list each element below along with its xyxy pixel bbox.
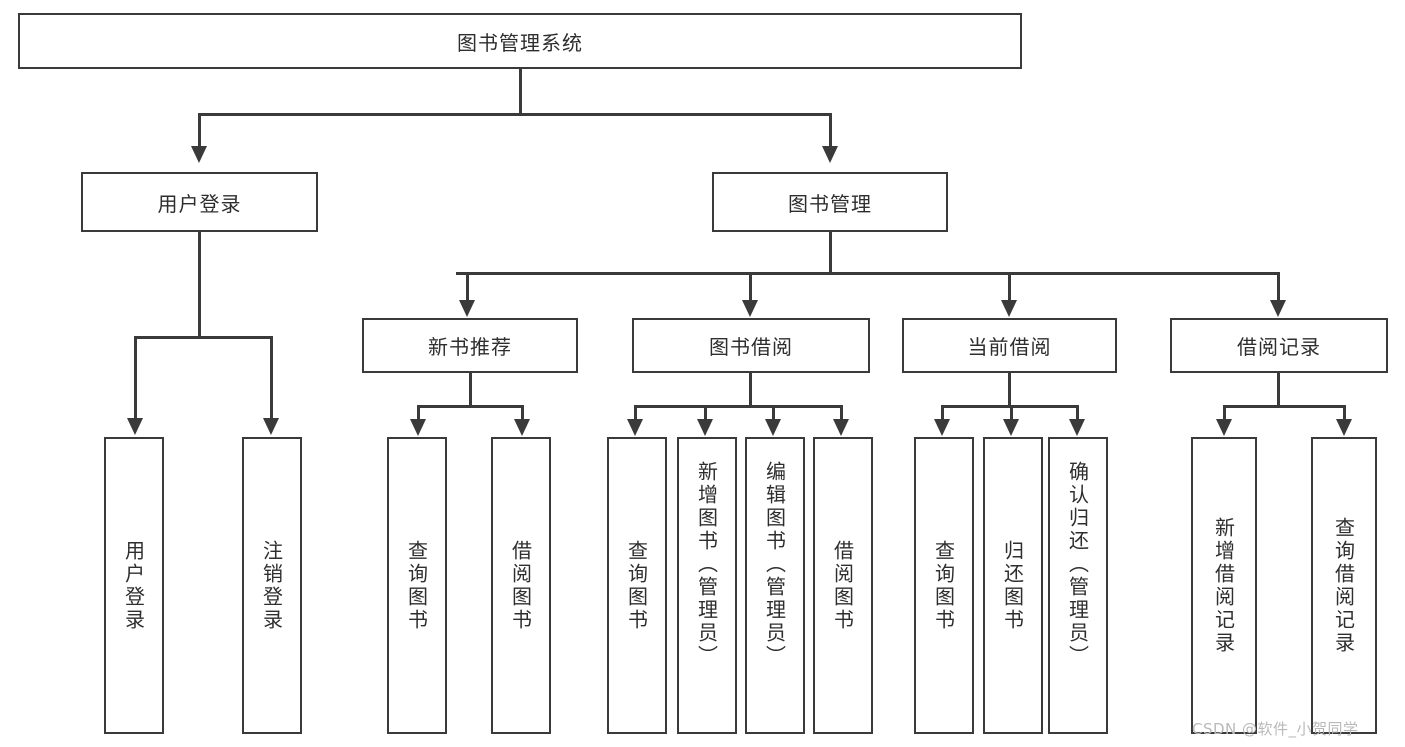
leaf-logout[interactable]: 注销登录 (242, 437, 302, 734)
connector-new-book-leaf-2 (521, 405, 524, 420)
arrowhead-book-borrow-leaf-3 (765, 419, 781, 436)
arrowhead-current-borrow-leaf-2 (1003, 419, 1019, 436)
arrowhead-book-borrow (742, 300, 758, 317)
connector-book-borrow-bus (634, 405, 841, 408)
arrowhead-borrow-record-leaf-2 (1336, 419, 1352, 436)
connector-book-management-stem (829, 232, 832, 274)
arrowhead-current-borrow (1001, 300, 1017, 317)
arrowhead-new-book (459, 300, 475, 317)
leaf-borrow-book-new[interactable]: 借阅图书 (491, 437, 551, 734)
arrowhead-new-book-leaf-2 (514, 419, 530, 436)
connector-root-to-book-management (829, 113, 832, 146)
leaf-query-book-current[interactable]: 查询图书 (914, 437, 974, 734)
connector-current-borrow-bus (941, 405, 1077, 408)
connector-to-current-borrow (1008, 272, 1011, 302)
node-book-borrow[interactable]: 图书借阅 (632, 318, 870, 373)
node-current-borrow[interactable]: 当前借阅 (902, 318, 1117, 373)
arrowhead-book-management (822, 146, 838, 163)
connector-to-leaf-logout (270, 336, 273, 418)
arrowhead-book-borrow-leaf-4 (833, 419, 849, 436)
connector-to-borrow-record (1277, 272, 1280, 302)
connector-book-borrow-stem (749, 373, 752, 407)
connector-current-borrow-stem (1008, 373, 1011, 407)
connector-root-stem (519, 69, 522, 114)
connector-borrow-record-leaf-2 (1343, 405, 1346, 420)
leaf-query-book-new[interactable]: 查询图书 (387, 437, 447, 734)
node-new-book-recommend[interactable]: 新书推荐 (362, 318, 578, 373)
leaf-add-borrow-record[interactable]: 新增借阅记录 (1191, 437, 1257, 734)
connector-user-login-bus (134, 336, 272, 339)
arrowhead-user-login (191, 146, 207, 163)
node-user-login[interactable]: 用户登录 (81, 172, 318, 232)
connector-new-book-stem (469, 373, 472, 407)
connector-borrow-record-bus (1223, 405, 1344, 408)
node-root-book-management-system[interactable]: 图书管理系统 (18, 13, 1022, 69)
connector-to-leaf-user-login (134, 336, 137, 418)
csdn-watermark: CSDN @软件_小贺同学 (1192, 720, 1359, 738)
arrowhead-current-borrow-leaf-1 (934, 419, 950, 436)
arrowhead-new-book-leaf-1 (410, 419, 426, 436)
arrowhead-leaf-logout (263, 418, 279, 435)
leaf-edit-book-admin[interactable]: 编辑图书（管理员） (745, 437, 805, 734)
leaf-add-book-admin[interactable]: 新增图书（管理员） (677, 437, 737, 734)
connector-book-borrow-leaf-3 (772, 405, 775, 420)
connector-to-book-borrow (749, 272, 752, 302)
connector-book-borrow-leaf-2 (704, 405, 707, 420)
connector-book-borrow-leaf-1 (634, 405, 637, 420)
leaf-borrow-book[interactable]: 借阅图书 (813, 437, 873, 734)
node-book-management[interactable]: 图书管理 (712, 172, 948, 232)
connector-borrow-record-leaf-1 (1223, 405, 1226, 420)
arrowhead-borrow-record-leaf-1 (1216, 419, 1232, 436)
connector-current-borrow-leaf-1 (941, 405, 944, 420)
connector-borrow-record-stem (1277, 373, 1280, 407)
leaf-return-book[interactable]: 归还图书 (983, 437, 1043, 734)
node-borrow-record[interactable]: 借阅记录 (1170, 318, 1388, 373)
leaf-query-borrow-record[interactable]: 查询借阅记录 (1311, 437, 1377, 734)
leaf-user-login[interactable]: 用户登录 (104, 437, 164, 734)
connector-level2-bus (456, 272, 1279, 275)
connector-book-borrow-leaf-4 (840, 405, 843, 420)
leaf-confirm-return-admin[interactable]: 确认归还（管理员） (1048, 437, 1108, 734)
connector-new-book-bus (417, 405, 523, 408)
leaf-query-book-borrow[interactable]: 查询图书 (607, 437, 667, 734)
connector-root-to-user-login (198, 113, 201, 146)
connector-current-borrow-leaf-2 (1010, 405, 1013, 420)
connector-root-bus (198, 113, 831, 116)
arrowhead-book-borrow-leaf-1 (627, 419, 643, 436)
arrowhead-borrow-record (1270, 300, 1286, 317)
connector-new-book-leaf-1 (417, 405, 420, 420)
arrowhead-book-borrow-leaf-2 (697, 419, 713, 436)
connector-current-borrow-leaf-3 (1076, 405, 1079, 420)
arrowhead-current-borrow-leaf-3 (1069, 419, 1085, 436)
connector-user-login-stem (198, 232, 201, 338)
connector-to-new-book (466, 272, 469, 302)
arrowhead-leaf-user-login (127, 418, 143, 435)
